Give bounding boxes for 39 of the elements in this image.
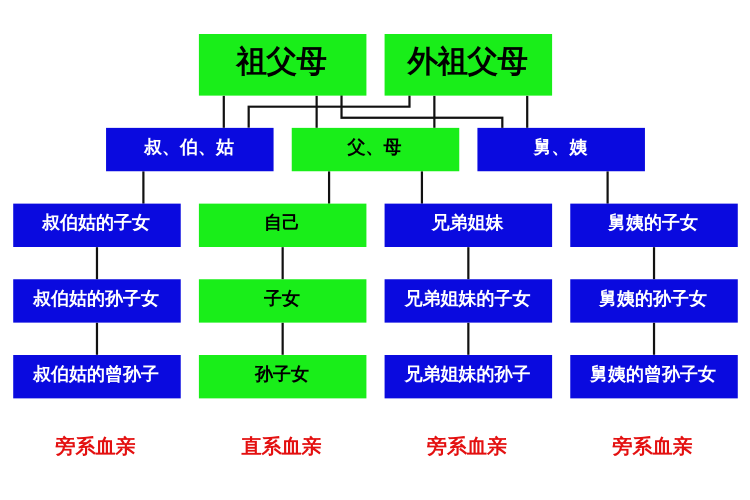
connector (281, 322, 284, 354)
node-box: 舅姨的曾孙子女 (570, 354, 738, 398)
label: 旁系血亲 (612, 433, 692, 458)
node-box: 舅姨的子女 (570, 203, 738, 246)
node-box: 叔伯姑的孙子女 (12, 278, 180, 322)
connector (432, 95, 435, 128)
node-box: 父、母 (291, 127, 459, 171)
connector (95, 322, 98, 354)
node-box: 舅、姨 (476, 127, 644, 171)
label: 旁系血亲 (55, 433, 136, 458)
connector (247, 95, 410, 128)
connector (652, 322, 655, 354)
connector (466, 246, 469, 279)
node-box: 兄弟姐妹 (384, 203, 552, 246)
connector (222, 95, 224, 128)
connector (281, 246, 284, 279)
node-box: 舅姨的孙子女 (570, 278, 738, 322)
connector (652, 246, 655, 279)
connector (420, 170, 423, 203)
node-box: 外祖父母 (384, 34, 552, 96)
node-box: 叔伯姑的曾孙子 (12, 354, 180, 398)
node-box: 叔、伯、姑 (106, 127, 274, 171)
node-box: 祖父母 (198, 34, 366, 96)
connector (315, 95, 318, 128)
connector (142, 170, 144, 203)
node-box: 兄弟姐妹的子女 (384, 278, 552, 322)
label: 旁系血亲 (426, 433, 506, 458)
node-box: 子女 (198, 278, 366, 322)
connector (606, 170, 608, 203)
node-box: 孙子女 (198, 354, 366, 398)
node-box: 兄弟姐妹的孙子 (384, 354, 552, 398)
node-box: 叔伯姑的子女 (12, 203, 180, 246)
connector (95, 246, 98, 279)
connector (466, 322, 469, 354)
label: 直系血亲 (240, 433, 321, 458)
node-box: 自己 (198, 203, 366, 246)
connector (526, 95, 528, 128)
connector (340, 95, 503, 128)
connector (327, 170, 330, 203)
